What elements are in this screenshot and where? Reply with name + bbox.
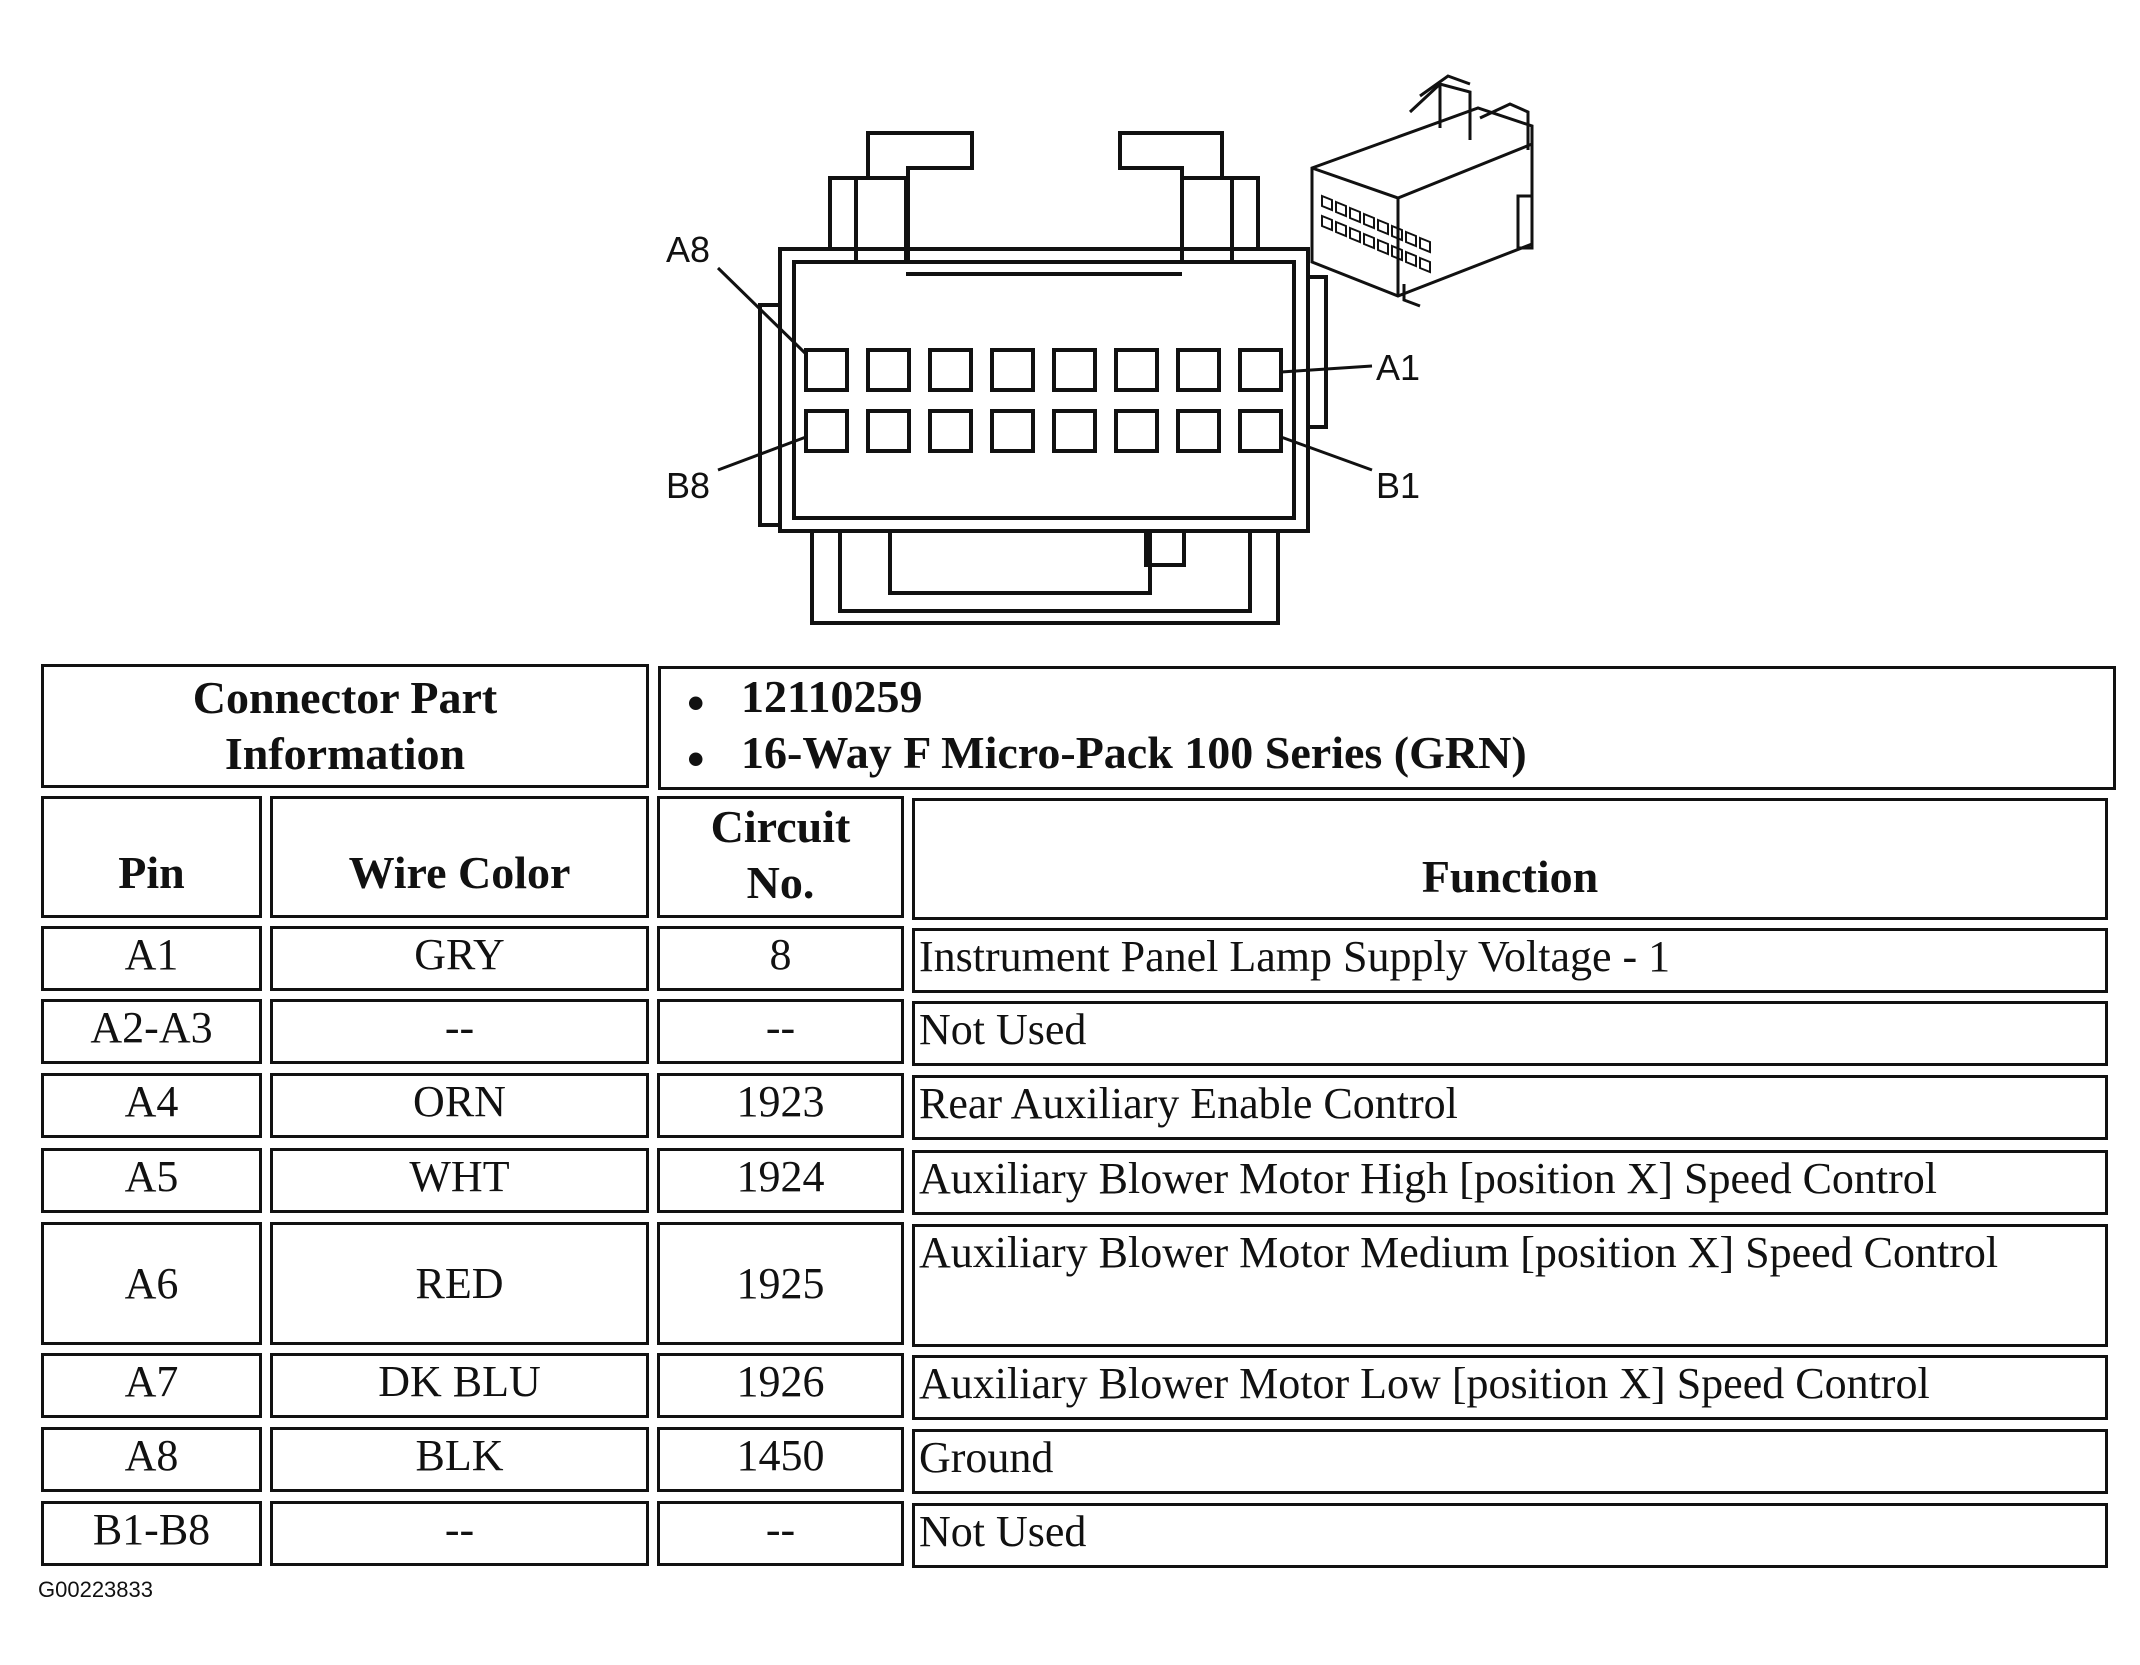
- table-row-wire-color: --: [270, 1501, 649, 1566]
- bottom-notch: [888, 531, 1152, 595]
- table-row-function: Instrument Panel Lamp Supply Voltage - 1: [912, 928, 2108, 993]
- connector-info-label-line2: Information: [224, 728, 466, 779]
- cavity-a3: [1114, 348, 1159, 392]
- connector-housing: [778, 247, 1310, 533]
- connector-info-label-line1: Connector Part: [192, 672, 498, 723]
- cavity-b7: [866, 409, 911, 453]
- table-row-pin: A1: [41, 926, 262, 991]
- connector-iso-pins: [1321, 194, 1431, 274]
- connector-part-number: 12110259: [687, 669, 1527, 731]
- table-row-function: Not Used: [912, 1001, 2108, 1066]
- header-circuit-no: Circuit No.: [657, 796, 904, 918]
- leader-b1: [1280, 435, 1373, 472]
- cavity-a8: [804, 348, 849, 392]
- table-row-pin: A4: [41, 1073, 262, 1138]
- left-latch-body: [854, 176, 908, 264]
- left-rail: [758, 303, 782, 527]
- table-row-wire-color: RED: [270, 1222, 649, 1345]
- cavity-b4: [1052, 409, 1097, 453]
- connector-iso-view: [1310, 74, 1534, 308]
- table-row-circuit: --: [657, 1501, 904, 1566]
- cavity-a1: [1238, 348, 1283, 392]
- callout-a8: A8: [666, 229, 710, 270]
- table-row-wire-color: DK BLU: [270, 1353, 649, 1418]
- bottom-skirt: [810, 531, 1280, 625]
- table-row-function: Not Used: [912, 1503, 2108, 1568]
- cavity-b6: [928, 409, 973, 453]
- connector-description: 16-Way F Micro-Pack 100 Series (GRN): [687, 725, 1527, 787]
- cavity-a2: [1176, 348, 1221, 392]
- cavity-row-b: [804, 409, 1283, 453]
- cavity-a4: [1052, 348, 1097, 392]
- table-row-circuit: 8: [657, 926, 904, 991]
- header-function: Function: [912, 798, 2108, 920]
- table-row-wire-color: BLK: [270, 1427, 649, 1492]
- table-row-pin: A7: [41, 1353, 262, 1418]
- table-row-circuit: 1925: [657, 1222, 904, 1345]
- table-row-wire-color: GRY: [270, 926, 649, 991]
- table-row-circuit: 1923: [657, 1073, 904, 1138]
- callout-b1: B1: [1376, 465, 1420, 506]
- table-row-function: Auxiliary Blower Motor Low [position X] …: [912, 1355, 2108, 1420]
- cavity-a6: [928, 348, 973, 392]
- connector-info-label: Connector Part Information: [41, 664, 649, 788]
- table-row-pin: A8: [41, 1427, 262, 1492]
- table-row-wire-color: WHT: [270, 1148, 649, 1213]
- table-row-function: Rear Auxiliary Enable Control: [912, 1075, 2108, 1140]
- callout-b8: B8: [666, 465, 710, 506]
- connector-info-values: 12110259 16-Way F Micro-Pack 100 Series …: [658, 666, 2116, 790]
- cavity-a5: [990, 348, 1035, 392]
- table-row-pin: A5: [41, 1148, 262, 1213]
- table-row-wire-color: ORN: [270, 1073, 649, 1138]
- cavity-b3: [1114, 409, 1159, 453]
- bottom-skirt-inner: [838, 531, 1252, 613]
- table-row-circuit: 1924: [657, 1148, 904, 1213]
- cavity-b5: [990, 409, 1035, 453]
- right-latch: [1118, 131, 1260, 262]
- table-row-function: Auxiliary Blower Motor High [position X]…: [912, 1150, 2108, 1215]
- leader-a1: [1280, 364, 1373, 374]
- bottom-key: [1144, 529, 1186, 567]
- table-row-circuit: 1926: [657, 1353, 904, 1418]
- callout-a1: A1: [1376, 347, 1420, 388]
- table-row-wire-color: --: [270, 999, 649, 1064]
- table-row-pin: A2-A3: [41, 999, 262, 1064]
- connector-diagram: A8 A1 B8 B1: [666, 74, 1534, 625]
- header-wire-color: Wire Color: [270, 796, 649, 918]
- document-id: G00223833: [38, 1577, 153, 1602]
- cavity-b1: [1238, 409, 1283, 453]
- table-row-circuit: --: [657, 999, 904, 1064]
- cavity-a7: [866, 348, 911, 392]
- table-row-function: Auxiliary Blower Motor Medium [position …: [912, 1224, 2108, 1347]
- cavity-row-a: [804, 348, 1283, 392]
- right-latch-body: [1180, 176, 1234, 264]
- leader-a8: [716, 266, 808, 356]
- right-rail: [1306, 275, 1328, 429]
- cavity-b8: [804, 409, 849, 453]
- table-row-pin: B1-B8: [41, 1501, 262, 1566]
- table-row-function: Ground: [912, 1429, 2108, 1494]
- cavity-b2: [1176, 409, 1221, 453]
- table-row-circuit: 1450: [657, 1427, 904, 1492]
- table-row-pin: A6: [41, 1222, 262, 1345]
- header-pin: Pin: [41, 796, 262, 918]
- leader-b8: [717, 435, 807, 472]
- left-latch: [828, 131, 974, 262]
